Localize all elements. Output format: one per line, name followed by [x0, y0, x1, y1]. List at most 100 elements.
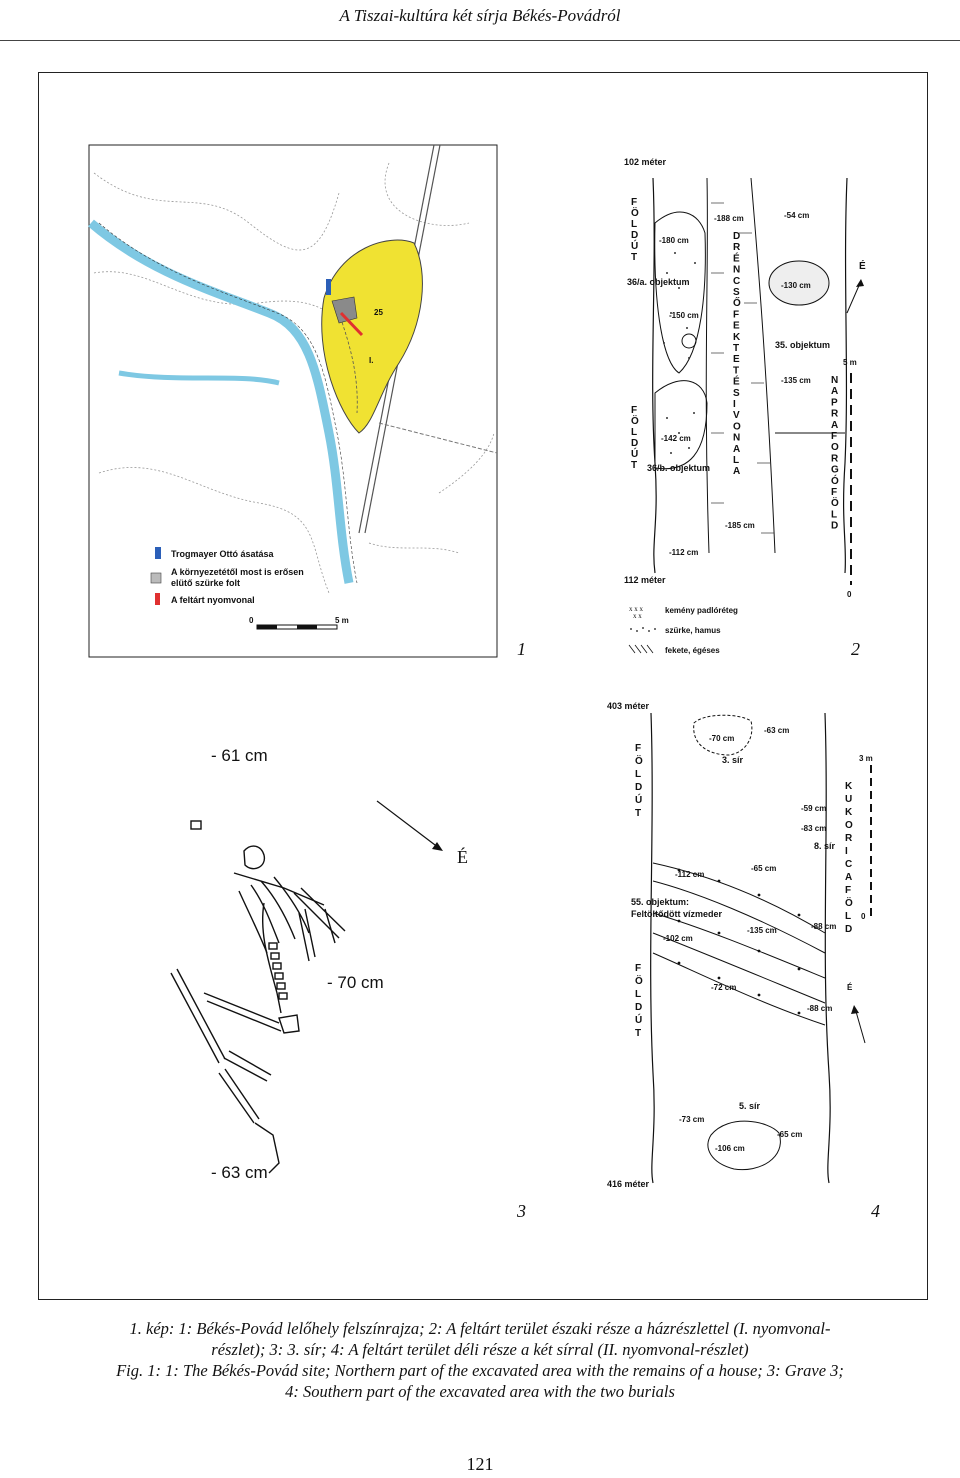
map-mark-25: 25: [374, 308, 383, 317]
svg-text:-135 cm: -135 cm: [747, 926, 777, 935]
p2-object-35: 35. objektum: [775, 340, 830, 350]
svg-text:-59 cm: -59 cm: [801, 804, 826, 813]
svg-text:0: 0: [861, 912, 866, 921]
svg-text:-106 cm: -106 cm: [715, 1144, 745, 1153]
svg-text:-142 cm: -142 cm: [661, 434, 691, 443]
legend-grey-1: A környezetétől most is erősen: [171, 567, 304, 577]
figure-plate: 25 I. Trogmayer Ottó ásatása A környezet…: [38, 72, 928, 1300]
depth-mid: - 70 cm: [327, 973, 384, 992]
panel4-south-plan: 403 méter 416 méter -70 cm -63 cm 3. sír…: [607, 701, 873, 1189]
depth-bottom: - 63 cm: [211, 1163, 268, 1182]
svg-text:-130 cm: -130 cm: [781, 281, 811, 290]
object-36a: [654, 211, 706, 374]
caption-hu-1: 1. kép: 1: Békés-Povád lelőhely felszínr…: [129, 1319, 831, 1338]
p4-object55-b: Feltöltődött vízmeder: [631, 909, 722, 919]
svg-text:-54 cm: -54 cm: [784, 211, 809, 220]
panel-number-4: 4: [871, 1201, 880, 1221]
p4-north: É: [847, 983, 853, 992]
panel-number-2: 2: [851, 639, 860, 659]
river-branch: [118, 370, 280, 386]
svg-text:kemény padlóréteg: kemény padlóréteg: [665, 606, 738, 615]
grey-patch: [331, 296, 358, 324]
p2-north: É: [859, 259, 866, 272]
grave5-pit: [707, 1120, 781, 1171]
svg-text:-185 cm: -185 cm: [725, 521, 755, 530]
svg-text:0: 0: [249, 616, 254, 625]
caption-en-2: 4: Southern part of the excavated area w…: [285, 1382, 675, 1401]
figure-drawing: 25 I. Trogmayer Ottó ásatása A környezet…: [88, 144, 873, 1189]
contour-lines: [93, 162, 495, 594]
svg-text:-112 cm: -112 cm: [675, 870, 704, 879]
svg-text:5 m: 5 m: [335, 616, 349, 625]
grave3-pit: [693, 714, 753, 756]
svg-text:x x x: x x x: [629, 605, 644, 613]
p2-bottom-meter: 112 méter: [624, 575, 666, 585]
panel-number-3: 3: [517, 1201, 526, 1221]
svg-text:-72 cm: -72 cm: [711, 983, 736, 992]
svg-text:-88 cm: -88 cm: [807, 1004, 832, 1013]
svg-text:-150 cm: -150 cm: [669, 311, 699, 320]
svg-text:x x: x x: [633, 612, 642, 620]
legend-grey-2: elütő szürke folt: [171, 578, 240, 588]
svg-text:-65 cm: -65 cm: [751, 864, 776, 873]
excavated-trace: [339, 311, 364, 337]
svg-text:-83 cm: -83 cm: [801, 824, 826, 833]
site-area: [321, 239, 423, 434]
legend-trace: A feltárt nyomvonal: [171, 595, 255, 605]
svg-text:-102 cm: -102 cm: [663, 934, 693, 943]
p3-north: É: [457, 846, 468, 867]
depth-top: - 61 cm: [211, 746, 268, 765]
object-35: [768, 260, 830, 306]
river: [88, 219, 354, 584]
legend-trogmayer: Trogmayer Ottó ásatása: [171, 549, 275, 559]
panel2-legend: x x x x x kemény padlóréteg szürke, hamu…: [628, 605, 738, 655]
drainage-channel: [705, 177, 776, 554]
panel-number-1: 1: [517, 639, 526, 659]
svg-text:5 m: 5 m: [843, 358, 857, 367]
header-rule: [0, 40, 960, 41]
panel1-legend: Trogmayer Ottó ásatása A környezetétől m…: [150, 547, 304, 605]
svg-text:-112 cm: -112 cm: [669, 548, 698, 557]
svg-text:-188 cm: -188 cm: [714, 214, 744, 223]
page-number: 121: [466, 1454, 494, 1474]
panel3-grave3: - 61 cm - 70 cm - 63 cm É: [170, 746, 468, 1182]
p4-grave8: 8. sír: [814, 841, 836, 851]
caption-hu-2: részlet); 3: 3. sír; 4: A feltárt terüle…: [211, 1340, 749, 1359]
svg-text:-135 cm: -135 cm: [781, 376, 811, 385]
p4-object55-a: 55. objektum:: [631, 897, 689, 907]
svg-text:fekete, égéses: fekete, égéses: [665, 646, 720, 655]
p2-object-36b: 36/b. objektum: [647, 463, 710, 473]
panel1-scale: 0 5 m: [249, 616, 349, 630]
trogmayer-mark: [326, 279, 331, 295]
svg-text:0: 0: [847, 590, 852, 599]
svg-text:-73 cm: -73 cm: [679, 1115, 704, 1124]
panel1-site-map: 25 I. Trogmayer Ottó ásatása A környezet…: [88, 144, 498, 658]
skeleton: [170, 820, 346, 1174]
p4-grave5: 5. sír: [739, 1101, 761, 1111]
svg-text:-65 cm: -65 cm: [777, 1130, 802, 1139]
figure-caption: 1. kép: 1: Békés-Povád lelőhely felszínr…: [20, 1318, 940, 1402]
running-title: A Tiszai-kultúra két sírja Békés-Povádró…: [339, 6, 621, 25]
svg-text:szürke, hamus: szürke, hamus: [665, 626, 721, 635]
svg-text:-63 cm: -63 cm: [764, 726, 789, 735]
svg-text:-180 cm: -180 cm: [659, 236, 689, 245]
p2-top-meter: 102 méter: [624, 157, 667, 167]
p4-top-meter: 403 méter: [607, 701, 650, 711]
p4-grave3: 3. sír: [722, 755, 744, 765]
p2-object-36a: 36/a. objektum: [627, 277, 690, 287]
panel2-north-plan: 102 méter 112 méter: [624, 157, 866, 655]
map-mark-I: I.: [369, 356, 373, 365]
p4-bottom-meter: 416 méter: [607, 1179, 650, 1189]
caption-en-1: Fig. 1: 1: The Békés-Povád site; Norther…: [116, 1361, 844, 1380]
svg-text:-70 cm: -70 cm: [709, 734, 734, 743]
svg-text:-88 cm: -88 cm: [811, 922, 836, 931]
svg-text:3 m: 3 m: [859, 754, 873, 763]
object-36b: [654, 380, 708, 470]
